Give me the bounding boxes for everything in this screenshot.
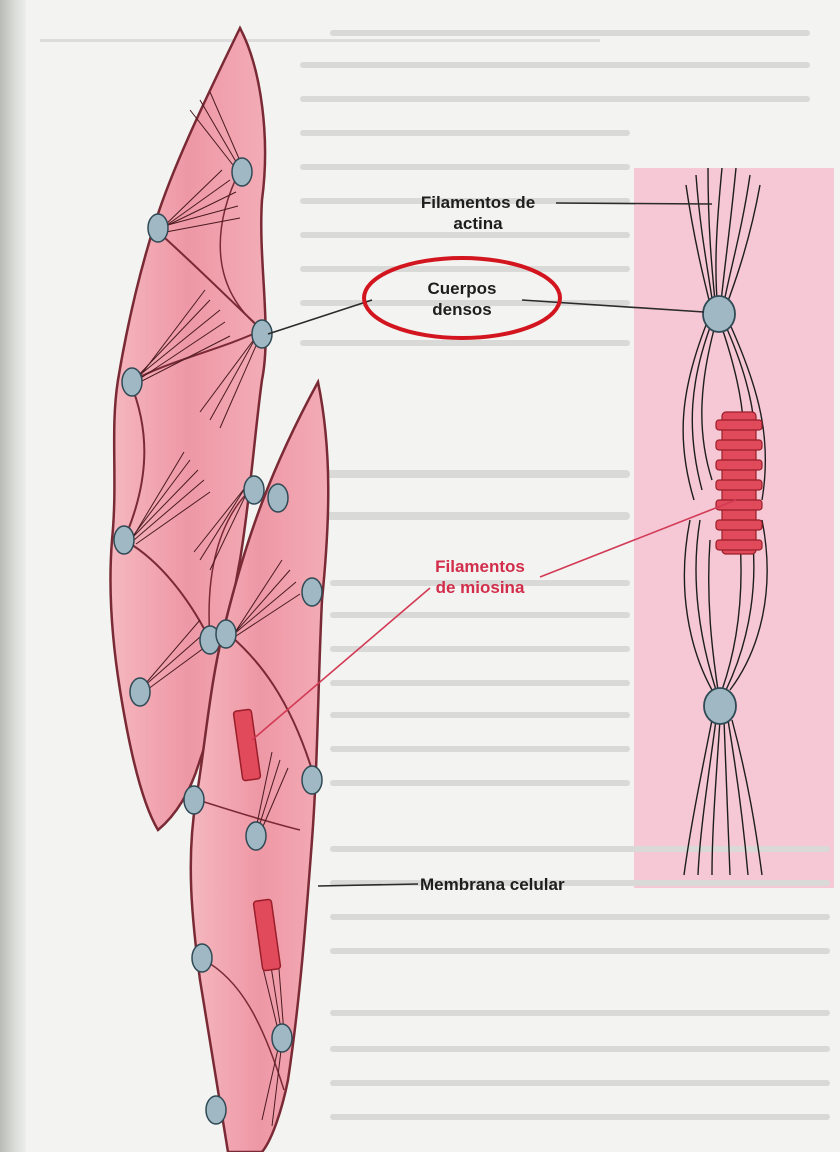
smooth-muscle-cell-right [183, 378, 330, 1152]
highlight-ellipse [362, 256, 562, 340]
myosin-leader-line-left [251, 587, 431, 741]
dense-body-icon [702, 295, 737, 725]
dense-body-icon [183, 483, 323, 1125]
dense-bodies-leader-line-right [521, 299, 705, 313]
myosin-leader-line-right [539, 499, 737, 578]
contractile-unit-detail [682, 167, 768, 876]
leader-lines [251, 202, 737, 887]
label-actin-filaments: Filamentos de actina [388, 192, 568, 234]
label-cell-membrane: Membrana celular [420, 874, 630, 895]
book-spine-shadow [0, 0, 26, 1152]
actin-leader-line [555, 202, 713, 205]
label-myosin-line1: Filamentos [435, 557, 525, 576]
faded-text-lines [300, 30, 830, 1120]
label-dense-bodies-line2: densos [432, 300, 492, 319]
dense-body-icon [113, 157, 273, 707]
label-dense-bodies: Cuerpos densos [400, 278, 524, 320]
myosin-filament-icon [232, 708, 282, 972]
dense-bodies-leader-line-left [267, 299, 373, 335]
myosin-filament-icon [715, 411, 763, 555]
label-membrane-text: Membrana celular [420, 875, 565, 894]
label-myosin-filaments: Filamentos de miosina [418, 556, 542, 598]
label-dense-bodies-line1: Cuerpos [427, 279, 497, 298]
label-actin-line1: Filamentos de [420, 193, 536, 212]
membrane-leader-line [317, 883, 419, 887]
label-actin-line2: actina [453, 214, 503, 233]
label-myosin-line2: de miosina [435, 578, 525, 597]
